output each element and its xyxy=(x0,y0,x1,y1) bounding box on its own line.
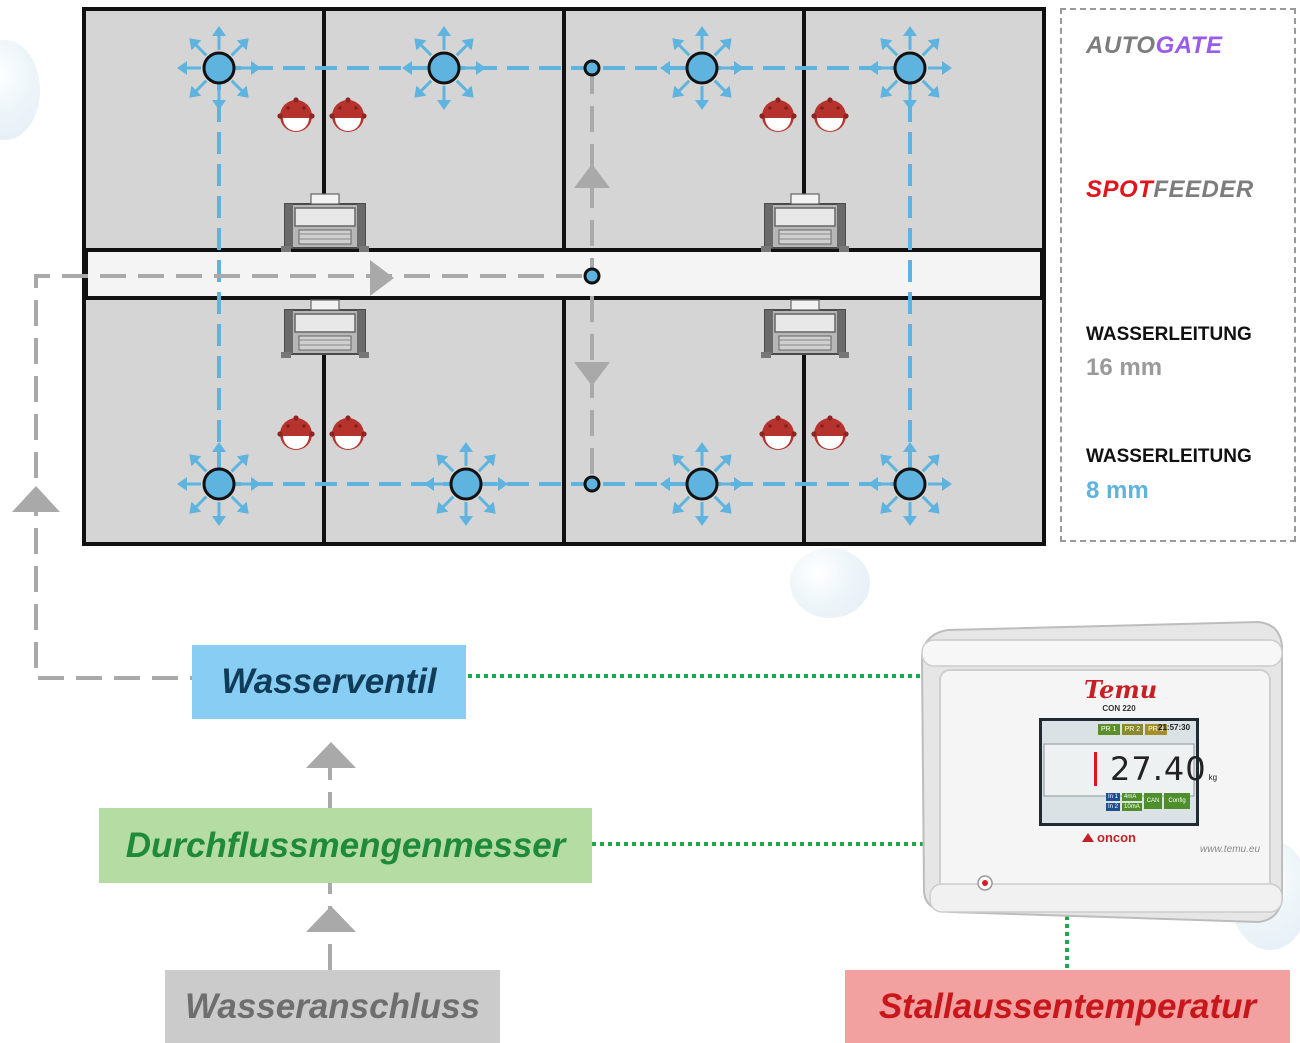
sprinkler-nodes xyxy=(177,26,952,526)
config-button[interactable]: Config xyxy=(1164,793,1190,809)
legend-autogate-title: AUTOGATE xyxy=(1086,32,1223,59)
sprinkler-node xyxy=(868,26,952,110)
sprinkler-node xyxy=(177,26,261,110)
controller-device xyxy=(920,620,1283,924)
tab-pr3[interactable]: PR 3 xyxy=(1145,724,1167,735)
sprinkler-node xyxy=(177,442,261,526)
background-drop xyxy=(790,548,870,618)
sprinkler-node xyxy=(424,442,508,526)
input-2: In 2 xyxy=(1106,803,1121,811)
controller-model: CON 220 xyxy=(1102,704,1136,713)
legend-pipe8-size: 8 mm xyxy=(1086,477,1149,504)
weight-unit: kg xyxy=(1208,773,1218,782)
sprinkler-node xyxy=(660,442,744,526)
sprinkler-node xyxy=(868,442,952,526)
wasseranschluss-box: Wasseranschluss xyxy=(165,970,500,1043)
wasserventil-box: Wasserventil xyxy=(192,645,466,719)
logo-icon xyxy=(1082,833,1094,842)
legend-pipe16-size: 16 mm xyxy=(1086,354,1163,381)
weight-value: 27.40 xyxy=(1110,750,1207,788)
tab-pr1[interactable]: PR 1 xyxy=(1098,724,1120,735)
current-1: 4mA xyxy=(1122,793,1142,801)
current-2: 10mA xyxy=(1122,803,1142,811)
sprinkler-node xyxy=(660,26,744,110)
legend-spotfeeder-title: SPOTFEEDER xyxy=(1086,176,1254,203)
durchflussmengenmesser-box: Durchflussmengenmesser xyxy=(99,808,592,883)
junctions xyxy=(583,59,601,493)
flow-arrows xyxy=(12,164,610,932)
controller-logo: oncon xyxy=(1082,830,1136,845)
legend-pipe8-label: WASSERLEITUNG xyxy=(1086,446,1252,467)
legend-panel: AUTOGATE SPOTFEEDER WASSERLEITUNG 16 mm … xyxy=(1060,8,1296,542)
controller-clock: 21:57:30 xyxy=(1158,723,1191,732)
controller-inputs: In 1 In 2 4mA 10mA CAN Config xyxy=(1106,793,1190,811)
can-button[interactable]: CAN xyxy=(1143,793,1163,809)
controller-url: www.temu.eu xyxy=(1200,844,1261,855)
controller-weight: 27.40 kg xyxy=(1110,750,1217,788)
controller-tabs: PR 1 PR 2 PR 3 xyxy=(1098,724,1167,735)
stallaussentemperatur-box: Stallaussentemperatur xyxy=(845,970,1290,1043)
sprinkler-node xyxy=(402,26,486,110)
controller-brand: Temu xyxy=(1084,675,1158,704)
input-1: In 1 xyxy=(1106,793,1121,801)
legend-pipe16-label: WASSERLEITUNG xyxy=(1086,324,1252,345)
logo-text: oncon xyxy=(1097,830,1136,845)
tab-pr2[interactable]: PR 2 xyxy=(1121,724,1144,735)
